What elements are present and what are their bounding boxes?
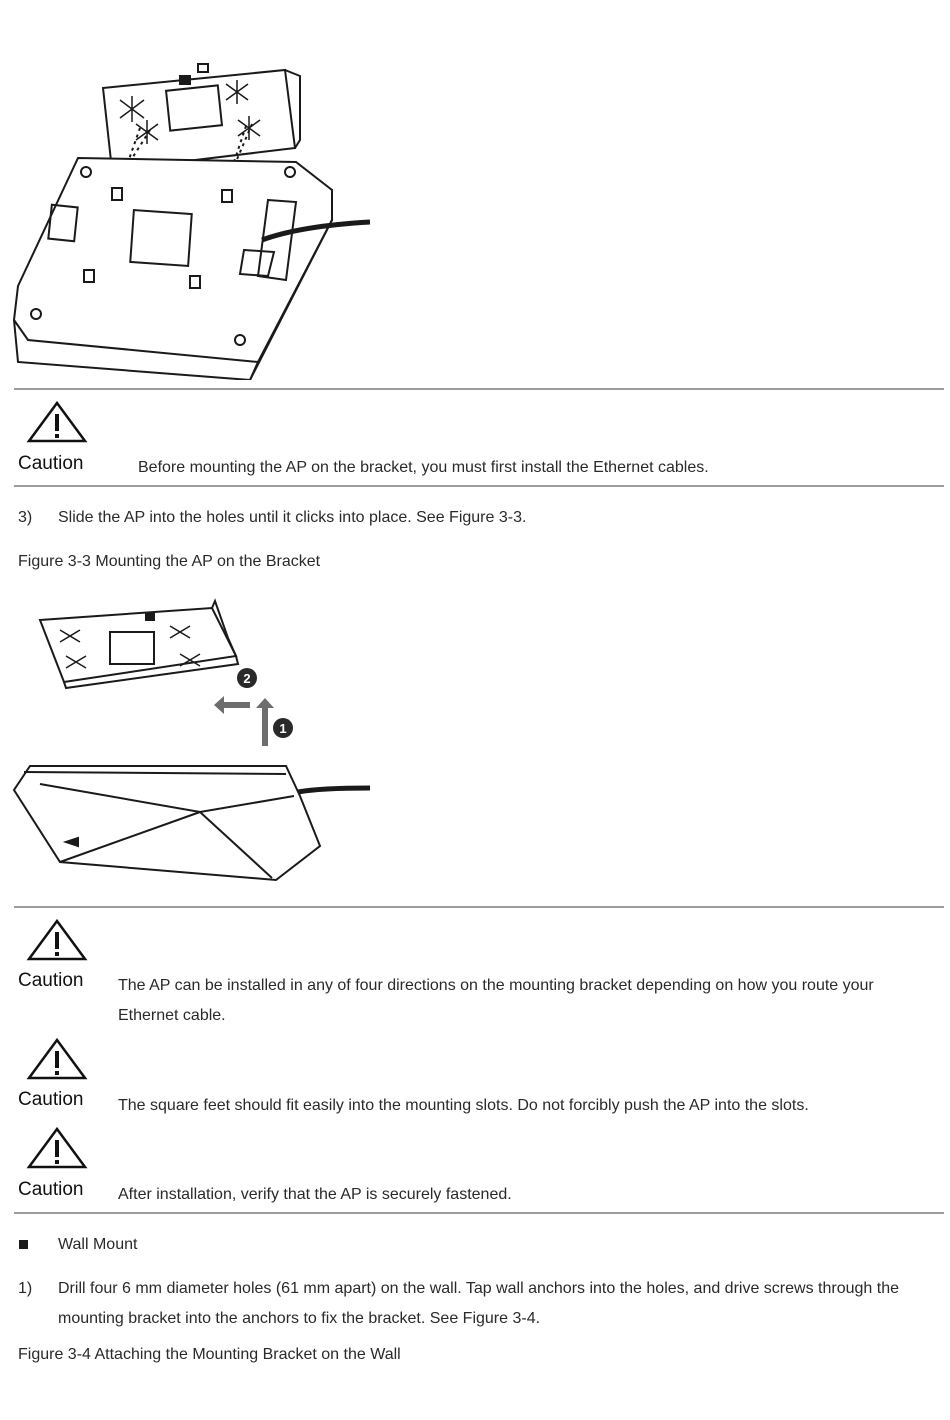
figure-3-3-illustration: 1 2	[12, 598, 371, 882]
step-marker-1: 1	[279, 721, 286, 736]
caution-group-divider-top	[14, 906, 944, 908]
caution-icon	[16, 400, 98, 446]
caution-label: Caution	[18, 970, 84, 991]
step-number: 1)	[18, 1280, 33, 1297]
caution-icon	[16, 918, 98, 964]
figure-caption: Figure 3-4 Attaching the Mounting Bracke…	[18, 1346, 401, 1363]
figure-caption: Figure 3-3 Mounting the AP on the Bracke…	[18, 553, 321, 570]
caution-icon	[16, 1037, 98, 1083]
step-text: Slide the AP into the holes until it cli…	[58, 509, 527, 526]
bullet-square-icon	[19, 1240, 28, 1249]
step-number: 3)	[18, 509, 33, 526]
caution-icon	[16, 1126, 98, 1172]
caution-divider-bottom	[14, 485, 944, 487]
caution-text: The square feet should fit easily into t…	[118, 1097, 809, 1114]
caution-label: Caution	[18, 453, 84, 474]
step-marker-2: 2	[243, 671, 250, 686]
section-heading: Wall Mount	[58, 1236, 138, 1253]
caution-label: Caution	[18, 1089, 84, 1110]
caution-text: The AP can be installed in any of four d…	[118, 977, 874, 1024]
caution-text: Before mounting the AP on the bracket, y…	[138, 459, 709, 476]
step-text: Drill four 6 mm diameter holes (61 mm ap…	[58, 1280, 899, 1327]
caution-group-divider-bottom	[14, 1212, 944, 1214]
caution-text: After installation, verify that the AP i…	[118, 1186, 512, 1203]
bracket-mounting-illustration	[12, 63, 371, 380]
caution-divider-top	[14, 388, 944, 390]
caution-label: Caution	[18, 1179, 84, 1200]
